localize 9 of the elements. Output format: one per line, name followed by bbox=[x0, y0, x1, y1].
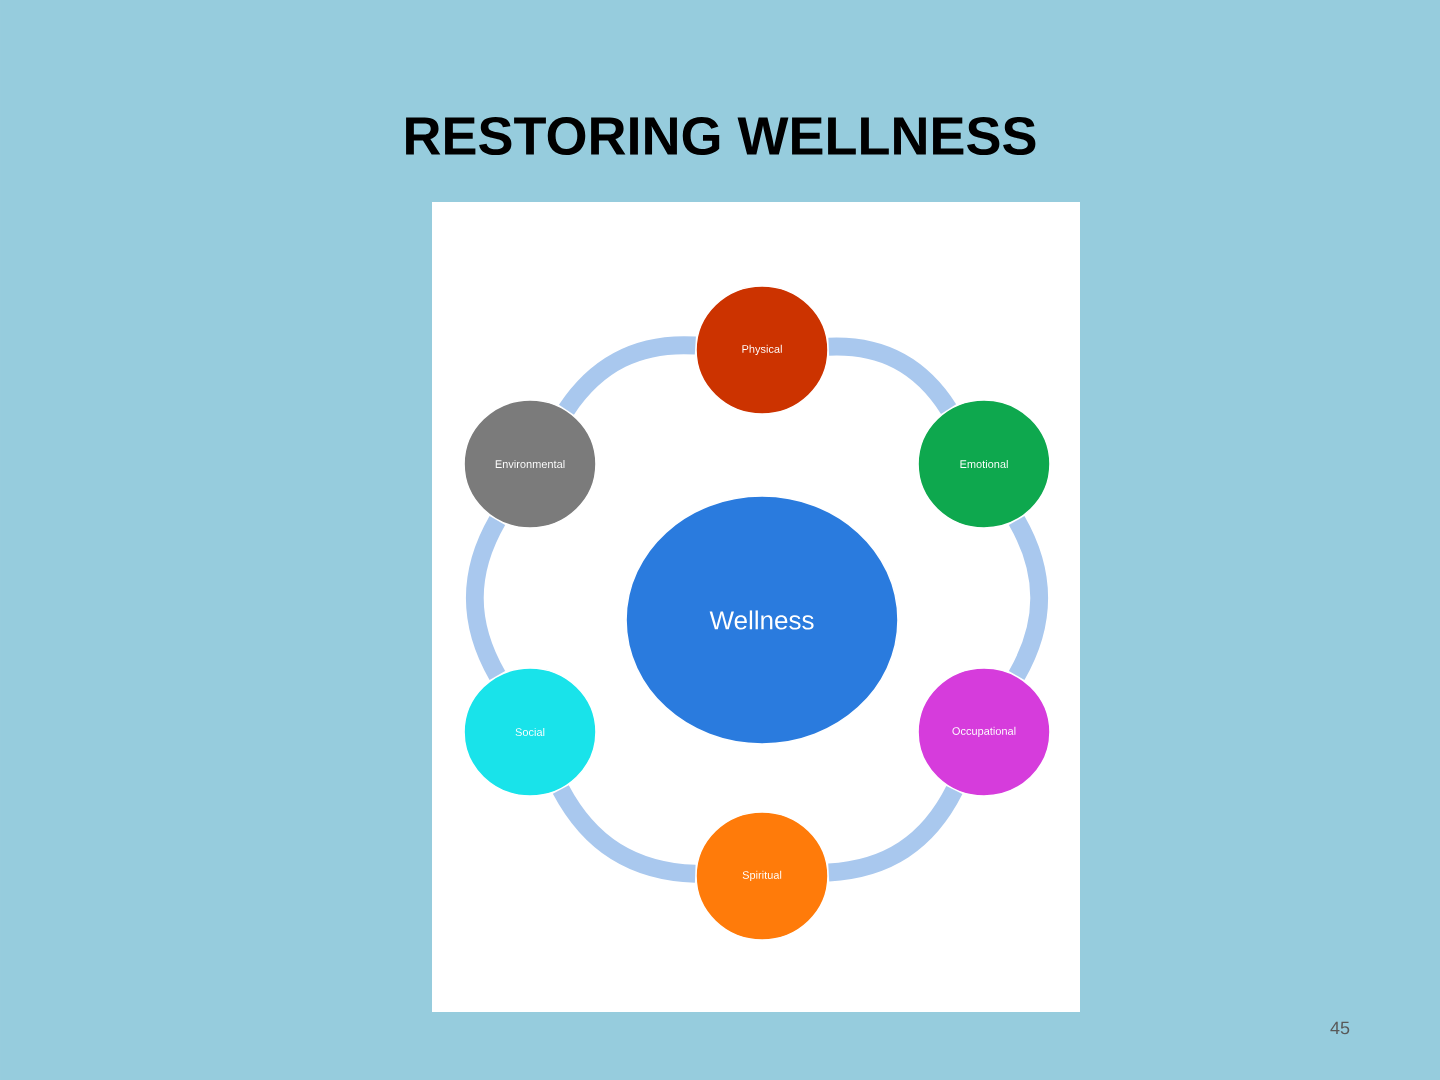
ring-segment bbox=[559, 336, 696, 415]
ring-segment bbox=[827, 785, 963, 882]
circle-node: Wellness bbox=[625, 495, 899, 745]
ring-segment bbox=[553, 785, 696, 883]
ring-segment bbox=[1008, 516, 1049, 680]
page-number: 45 bbox=[1330, 1021, 1350, 1035]
slide-title: RESTORING WELLNESS bbox=[406, 116, 1036, 156]
ring-segment bbox=[828, 337, 956, 415]
ring-segment bbox=[465, 516, 506, 680]
